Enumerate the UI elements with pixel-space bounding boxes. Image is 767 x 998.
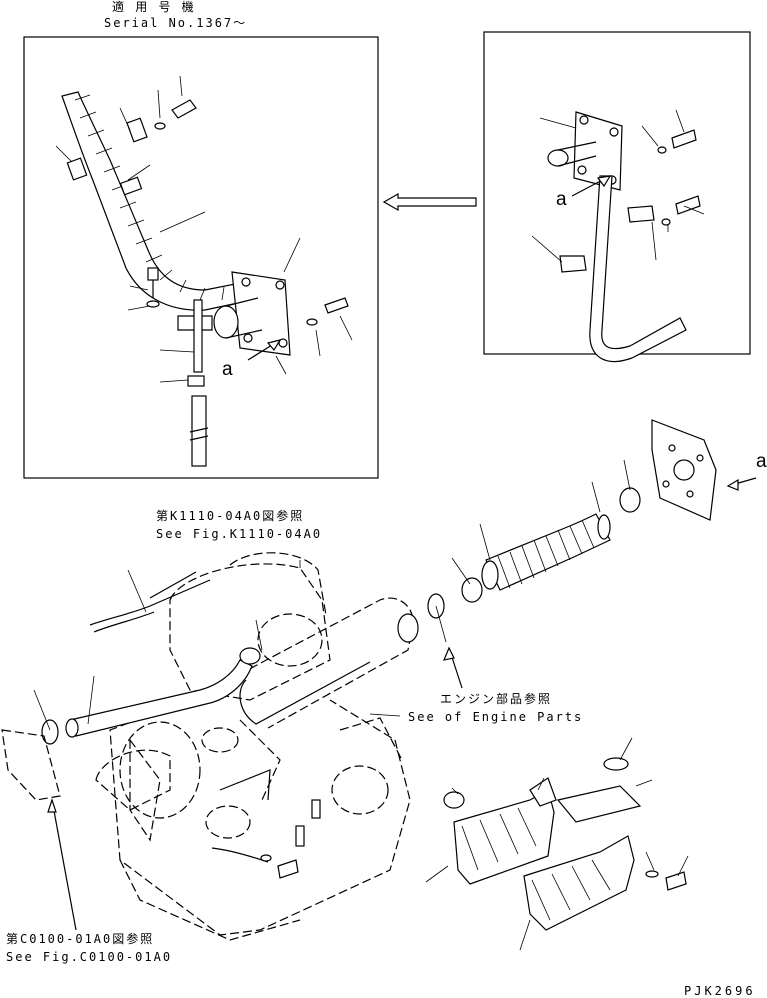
detail-marker-left: a (222, 359, 233, 380)
reference-fig-k1110-jp: 第K1110-04A0図参照 (156, 509, 305, 523)
reference-fig-c0100-en: See Fig.C0100-01A0 (6, 950, 173, 964)
main-assembly (1, 419, 757, 951)
reference-engine-parts-jp: エンジン部品参照 (440, 692, 553, 706)
applicability-title: 適 用 号 機 (112, 0, 196, 14)
drawing-code: PJK2696 (684, 984, 756, 998)
reference-engine-parts-en: See of Engine Parts (408, 710, 584, 724)
detail-box-serial-1367 (23, 36, 379, 479)
detail-marker-right-box: a (556, 189, 567, 210)
reference-fig-c0100-jp: 第C0100-01A0図参照 (6, 932, 155, 946)
detail-marker-main: a (756, 451, 767, 472)
detail-box-standard (483, 31, 751, 363)
serial-number-range: Serial No.1367～ (104, 16, 248, 30)
direction-arrow (382, 192, 477, 212)
reference-fig-k1110-en: See Fig.K1110-04A0 (156, 527, 323, 541)
